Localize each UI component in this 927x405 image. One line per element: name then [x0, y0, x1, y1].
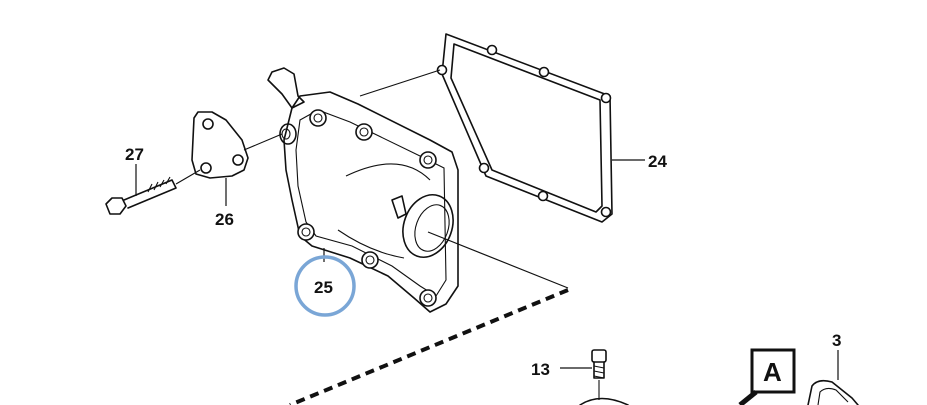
section-boundary-dashed-line	[289, 288, 569, 405]
callout-box-a	[750, 348, 796, 394]
hose-clip-3	[807, 379, 859, 405]
label-part-24: 24	[648, 152, 667, 171]
callout-box-a-arrow	[738, 390, 758, 405]
leader-bolt-to-bracket	[175, 169, 201, 185]
leader-bracket-to-stud	[243, 133, 283, 151]
label-part-25: 25	[314, 278, 333, 297]
bracket-26	[191, 111, 249, 179]
label-part-13: 13	[531, 360, 550, 379]
bolt-27	[105, 176, 177, 215]
leader-housing-to-boundary	[427, 231, 569, 289]
screw-13	[579, 349, 629, 405]
label-part-3: 3	[832, 331, 841, 350]
callout-box-a-label: A	[763, 357, 782, 387]
label-part-27: 27	[125, 145, 144, 164]
gasket-24	[436, 33, 613, 223]
label-part-26: 26	[215, 210, 234, 229]
leader-gasket-to-housing	[359, 69, 441, 97]
housing-cover-25	[267, 67, 459, 313]
part-25-highlight-circle	[294, 255, 356, 317]
